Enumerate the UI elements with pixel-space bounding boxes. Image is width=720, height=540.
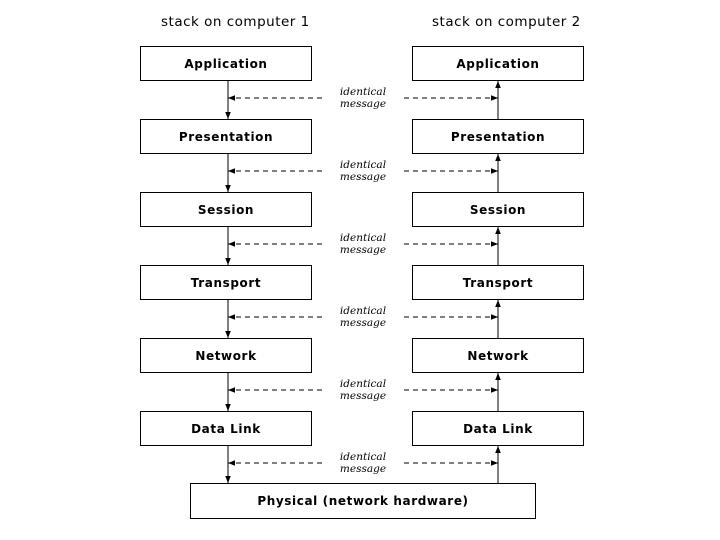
physical-layer: Physical (network hardware) <box>190 483 536 519</box>
stack2-network-layer: Network <box>412 338 584 373</box>
stack1-title: stack on computer 1 <box>161 14 310 30</box>
message-line-2: message <box>339 244 387 256</box>
stack1-data-link-layer: Data Link <box>140 411 312 446</box>
message-line-1: identical <box>339 232 387 244</box>
stack2-session-layer: Session <box>412 192 584 227</box>
stack1-transport-layer: Transport <box>140 265 312 300</box>
stack2-application-layer: Application <box>412 46 584 81</box>
stack2-presentation-layer: Presentation <box>412 119 584 154</box>
stack1-presentation-layer: Presentation <box>140 119 312 154</box>
message-line-2: message <box>339 463 387 475</box>
message-line-2: message <box>339 390 387 402</box>
message-line-1: identical <box>339 86 387 98</box>
message-line-2: message <box>339 98 387 110</box>
stack2-transport-layer: Transport <box>412 265 584 300</box>
message-line-2: message <box>339 171 387 183</box>
stack1-network-layer: Network <box>140 338 312 373</box>
stack1-application-layer: Application <box>140 46 312 81</box>
message-line-2: message <box>339 317 387 329</box>
stack2-data-link-layer: Data Link <box>412 411 584 446</box>
stack2-title: stack on computer 2 <box>432 14 581 30</box>
message-line-1: identical <box>339 159 387 171</box>
message-line-1: identical <box>339 378 387 390</box>
message-line-1: identical <box>339 305 387 317</box>
message-line-1: identical <box>339 451 387 463</box>
stack1-session-layer: Session <box>140 192 312 227</box>
